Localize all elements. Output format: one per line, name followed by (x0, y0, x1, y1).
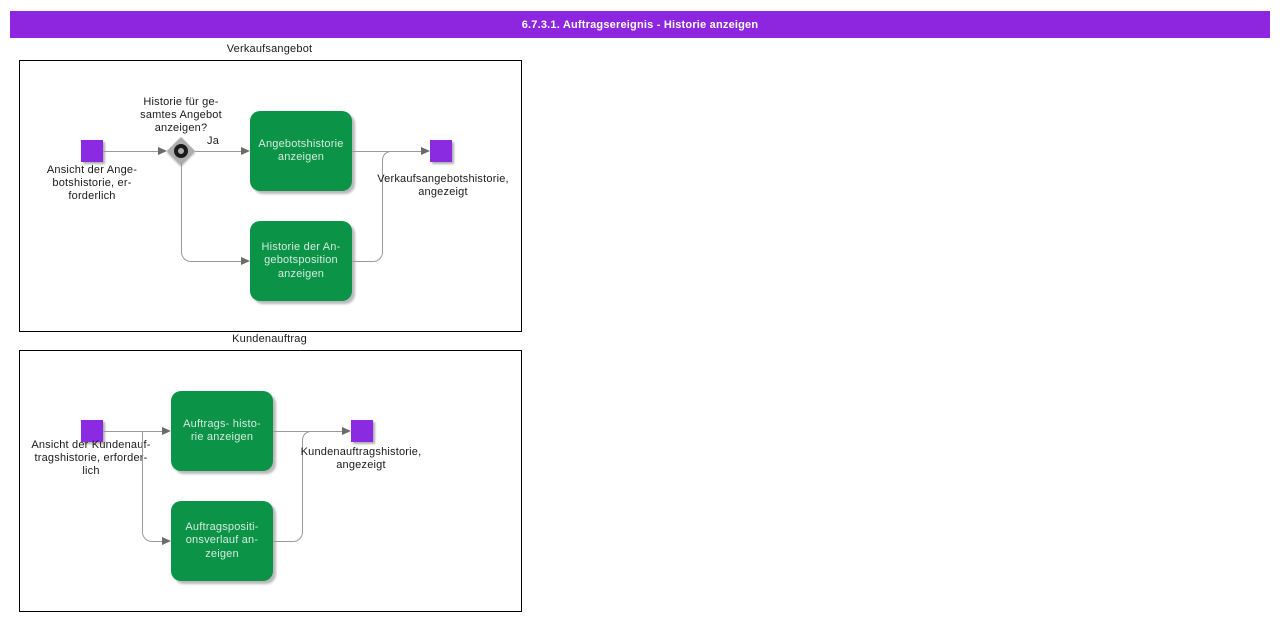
end-event-icon (430, 140, 452, 162)
decision-yes-label: Ja (207, 135, 220, 147)
end-event-label: Kundenauftragshistorie, angezeigt (300, 446, 422, 471)
flow-line (273, 439, 303, 542)
diagram-title: 6.7.3.1. Auftragsereignis - Historie anz… (521, 18, 759, 31)
arrow-head-icon (162, 537, 171, 545)
flow-line (302, 431, 312, 441)
activity-auftragshistorie-anzeigen: Auftrags- histo- rie anzeigen (171, 391, 273, 471)
flow-line (103, 431, 162, 432)
start-event-icon (81, 140, 103, 162)
activity-angebotshistorie-anzeigen: Angebotshistorie anzeigen (250, 111, 352, 191)
end-event-label: Verkaufsangebotshistorie, angezeigt (377, 173, 509, 198)
arrow-head-icon (158, 147, 167, 155)
arrow-head-icon (241, 257, 250, 265)
partition-label-verkaufsangebot: Verkaufsangebot (226, 43, 313, 55)
flow-line (181, 163, 243, 262)
arrow-head-icon (162, 427, 171, 435)
activity-auftragspositionsverlauf-anzeigen: Auftragspositi- onsverlauf an- zeigen (171, 501, 273, 581)
arrow-head-icon (421, 147, 430, 155)
end-event-icon (351, 420, 373, 442)
diagram-title-bar: 6.7.3.1. Auftragsereignis - Historie anz… (10, 11, 1270, 38)
arrow-head-icon (241, 147, 250, 155)
gateway-circle-icon (174, 144, 188, 158)
partition-label-kundenauftrag: Kundenauftrag (232, 333, 307, 345)
activity-historie-der-angebotsposition-anzeigen: Historie der An- gebotsposition anzeigen (250, 221, 352, 301)
flow-line (382, 151, 392, 161)
flow-line (352, 159, 383, 262)
partition-verkaufsangebot: Ansicht der Ange- botshistorie, er- ford… (19, 60, 522, 332)
flow-line (142, 431, 163, 542)
flow-line (103, 151, 158, 152)
start-event-icon (81, 420, 103, 442)
decision-question-label: Historie für ge- samtes Angebot anzeigen… (140, 96, 222, 134)
start-event-label: Ansicht der Kundenauf- tragshistorie, er… (31, 439, 151, 477)
partition-kundenauftrag: Ansicht der Kundenauf- tragshistorie, er… (19, 350, 522, 612)
arrow-head-icon (342, 427, 351, 435)
start-event-label: Ansicht der Ange- botshistorie, er- ford… (46, 164, 138, 202)
flow-line (195, 151, 241, 152)
